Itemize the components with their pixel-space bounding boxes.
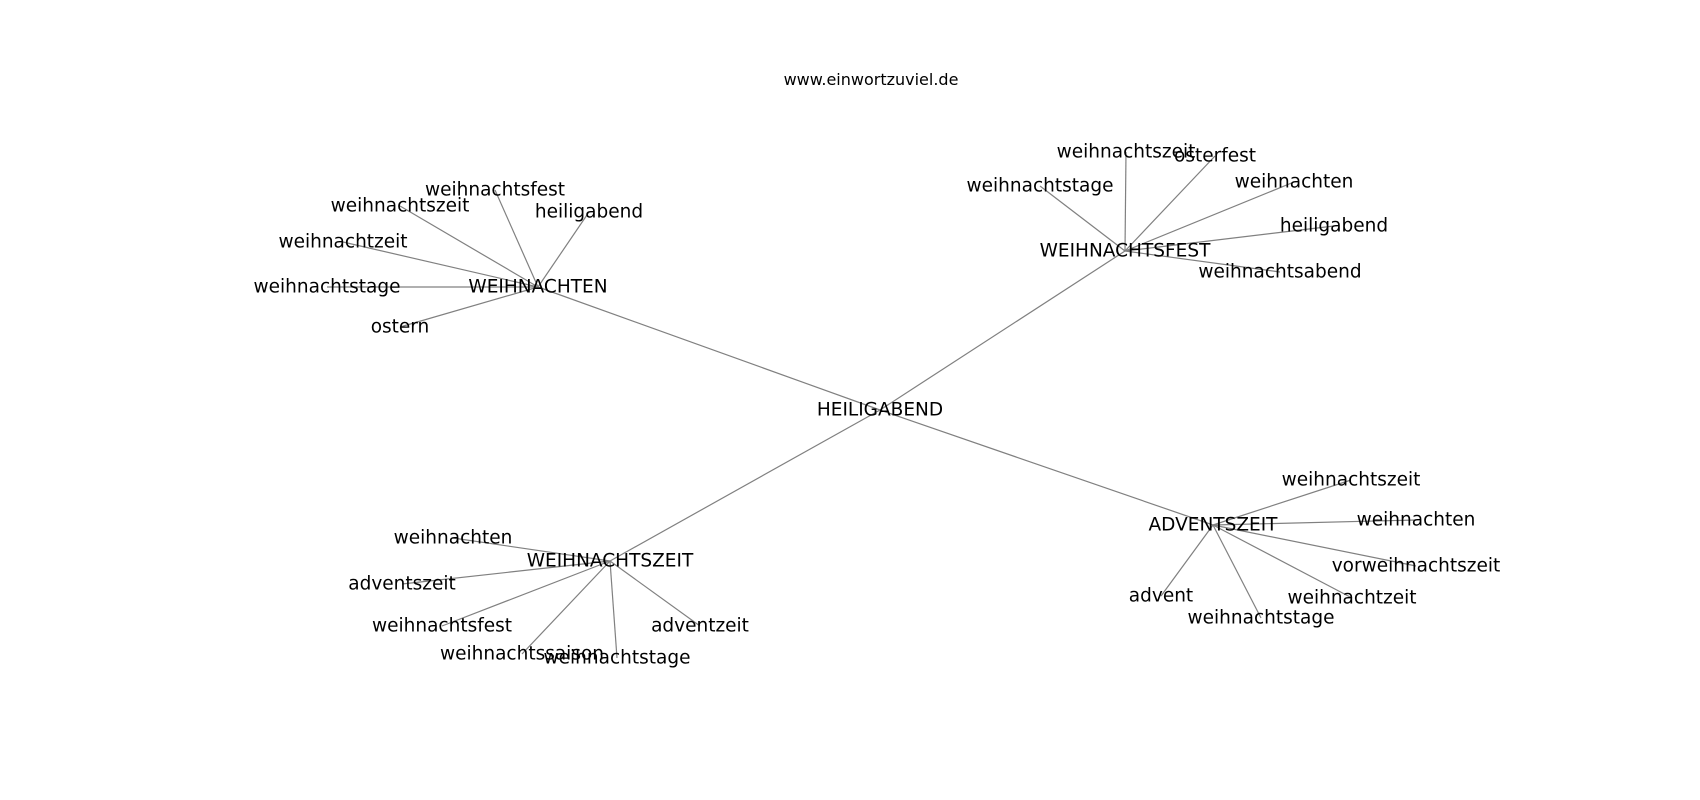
leaf-node-label: weihnachtstage (967, 176, 1114, 197)
leaf-node-label: weihnachtssaison (440, 644, 604, 665)
edge-hub-leaf (1124, 225, 1335, 252)
leaf-node-label: advent (1129, 586, 1193, 607)
leaf-node-label: weihnachtszeit (1282, 470, 1421, 491)
leaf-node-label: weihnachtsfest (425, 180, 565, 201)
leaf-node-label: adventzeit (651, 616, 749, 637)
edge-hub-leaf (452, 537, 611, 562)
center-node-label: HEILIGABEND (817, 400, 943, 421)
edge-hub-leaf (1124, 181, 1295, 252)
leaf-node-label: weihnachtszeit (1057, 142, 1196, 163)
leaf-node-label: weihnachtsfest (372, 616, 512, 637)
edge-hub-leaf (1124, 250, 1281, 273)
edge-hub-leaf (609, 560, 618, 659)
leaf-node-label: heiligabend (535, 202, 643, 223)
edge-hub-leaf (1212, 479, 1352, 526)
edge-hub-leaf (342, 241, 539, 288)
leaf-node-label: vorweihnachtszeit (1332, 556, 1501, 577)
leaf-node-label: weihnachten (1235, 172, 1354, 193)
edge-hub-leaf (609, 560, 701, 627)
edge-hub-leaf (521, 560, 611, 655)
site-url: www.einwortzuviel.de (783, 70, 959, 89)
graph-edges (327, 151, 1417, 659)
edge-hub-leaf (1212, 524, 1353, 599)
hub-node-label: ADVENTSZEIT (1149, 515, 1279, 536)
graph-labels: HEILIGABENDWEIHNACHTENweihnachtsfestweih… (254, 142, 1501, 669)
leaf-node-label: weihnachtsabend (1198, 262, 1361, 283)
edge-hub-leaf (399, 205, 539, 288)
leaf-node-label: adventszeit (348, 574, 456, 595)
edge-hub-leaf (1039, 185, 1126, 252)
edge-hub-leaf (1160, 524, 1214, 597)
leaf-node-label: osterfest (1174, 146, 1256, 167)
edge-hub-leaf (537, 211, 590, 288)
edge-center-hub (537, 286, 881, 411)
edge-hub-leaf (1124, 151, 1127, 252)
leaf-node-label: weihnachtstage (1188, 608, 1335, 629)
leaf-node-label: weihnachtzeit (1287, 588, 1416, 609)
leaf-node-label: weihnachten (394, 528, 513, 549)
edge-hub-leaf (399, 286, 539, 328)
hub-node-label: WEIHNACHTSZEIT (527, 551, 694, 572)
edge-hub-leaf (494, 189, 539, 288)
edge-hub-leaf (1212, 524, 1262, 619)
edge-center-hub (609, 409, 881, 562)
edge-center-hub (879, 409, 1214, 526)
edge-hub-leaf (1212, 524, 1417, 567)
leaf-node-label: weihnachtstage (254, 277, 401, 298)
leaf-node-label: ostern (371, 317, 430, 338)
hub-node-label: WEIHNACHTEN (468, 277, 607, 298)
edge-hub-leaf (401, 560, 611, 585)
edge-hub-leaf (1124, 155, 1216, 252)
leaf-node-label: weihnachten (1357, 510, 1476, 531)
leaf-node-label: heiligabend (1280, 216, 1388, 237)
leaf-node-label: weihnachtszeit (331, 196, 470, 217)
leaf-node-label: weihnachtzeit (278, 232, 407, 253)
hub-node-label: WEIHNACHTSFEST (1040, 241, 1211, 262)
edge-hub-leaf (441, 560, 611, 627)
edge-hub-leaf (1212, 519, 1417, 526)
edge-center-hub (879, 250, 1126, 411)
leaf-node-label: weihnachtstage (544, 648, 691, 669)
